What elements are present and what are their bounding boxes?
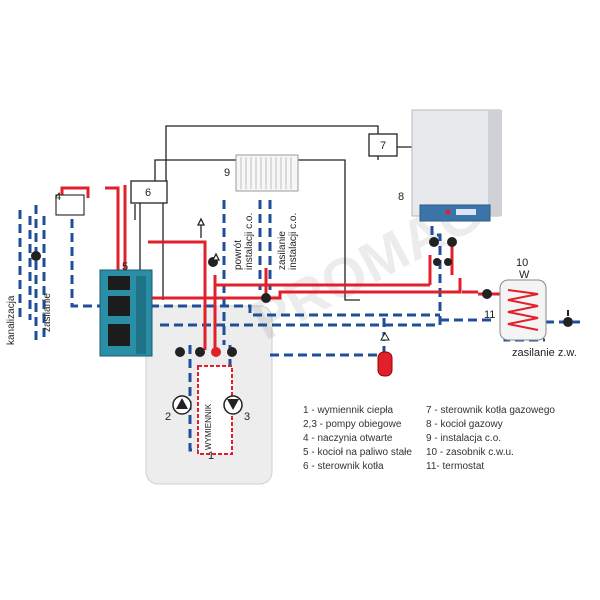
legend-right-1: 7 - sterownik kotła gazowego	[426, 405, 555, 416]
pump-3	[223, 395, 243, 415]
label-7: 7	[380, 140, 386, 152]
legend-left-5: 6 - sterownik kotła	[303, 461, 384, 472]
label-2: 2	[165, 411, 171, 423]
legend-left-4: 5 - kocioł na paliwo stałe	[303, 447, 412, 458]
legend-right-4: 10 - zasobnik c.w.u.	[426, 447, 514, 458]
label-5: 5	[122, 261, 128, 273]
legend: 1 - wymiennik ciepła 2,3 - pompy obiegow…	[303, 405, 555, 472]
label-6: 6	[145, 187, 151, 199]
legend-left-1: 1 - wymiennik ciepła	[303, 405, 393, 416]
label-kanalizacja: kanalizacja	[6, 295, 17, 345]
label-11: 11	[484, 309, 495, 321]
label-w: W	[519, 269, 530, 281]
solid-fuel-boiler	[99, 269, 153, 357]
label-zasilanie-left: zasilanie	[42, 293, 53, 332]
gas-boiler	[411, 109, 502, 222]
legend-right-3: 9 - instalacja c.o.	[426, 433, 501, 444]
hot-water-pipes	[60, 185, 500, 350]
label-wymiennik: WYMIENNIK	[204, 403, 213, 450]
air-vents	[196, 217, 221, 261]
label-1: 1	[208, 450, 214, 462]
radiator	[235, 154, 299, 192]
label-3: 3	[244, 411, 250, 423]
controller-6-box	[130, 180, 168, 204]
label-10: 10	[516, 257, 528, 269]
legend-right-5: 11- termostat	[426, 461, 484, 472]
label-zasilanie-zw: zasilanie z.w.	[512, 347, 577, 359]
legend-left-2: 2,3 - pompy obiegowe	[303, 419, 402, 430]
expansion-vessel	[377, 331, 393, 377]
legend-left-3: 4 - naczynia otwarte	[303, 433, 393, 444]
water-tap	[563, 310, 573, 327]
label-4: 4	[55, 191, 61, 203]
label-zasilanie-co-2: instalacji c.o.	[288, 213, 299, 270]
legend-right-2: 8 - kocioł gazowy	[426, 419, 503, 430]
label-9: 9	[224, 167, 230, 179]
pump-2	[172, 395, 192, 415]
thermostat-box	[55, 194, 85, 216]
dhw-cylinder	[499, 279, 547, 341]
label-powrot-1: powrót	[233, 240, 244, 270]
controller-7-box	[368, 133, 398, 157]
label-powrot-2: instalacji c.o.	[244, 213, 255, 270]
label-zasilanie-co-1: zasilanie	[277, 231, 288, 270]
label-8: 8	[398, 191, 404, 203]
cold-water-pipes	[18, 200, 580, 452]
valves	[31, 237, 492, 357]
